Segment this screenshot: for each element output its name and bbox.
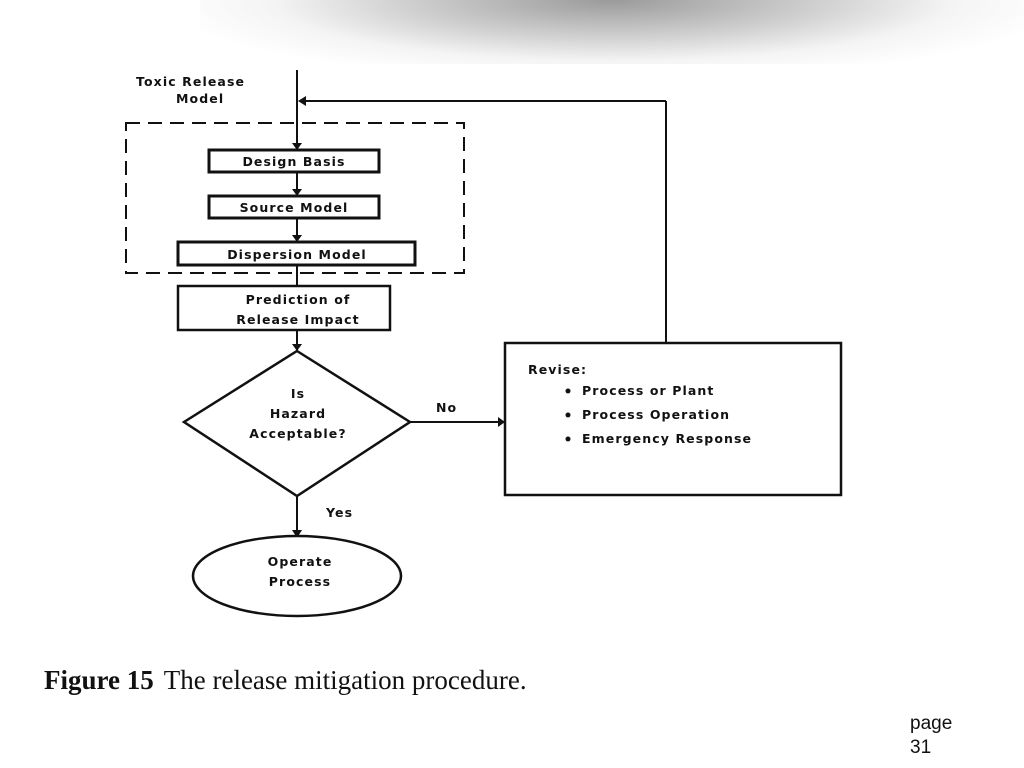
yes-label: Yes — [325, 505, 353, 520]
source-model-box — [207, 194, 381, 220]
prediction-label-line2: Release Impact — [236, 312, 359, 327]
arrow-head — [292, 530, 302, 538]
bullet-icon — [565, 388, 571, 394]
decision-label-line1: Is — [291, 386, 305, 401]
design-basis-label: Design Basis — [242, 154, 345, 169]
source-model-label: Source Model — [240, 200, 349, 215]
page-label: page — [910, 713, 953, 734]
bullet-icon — [565, 436, 571, 442]
page-indicator: page 31 — [910, 712, 952, 760]
terminal-label-line1: Operate — [268, 554, 333, 569]
page-number: 31 — [910, 737, 932, 758]
dispersion-model-label: Dispersion Model — [227, 247, 367, 262]
input-label-line2: Model — [176, 91, 224, 106]
figure-caption: Figure 15 The release mitigation procedur… — [44, 665, 527, 696]
revise-item-2: Process Operation — [582, 407, 730, 422]
decision-diamond — [181, 349, 413, 498]
bullet-icon — [565, 412, 571, 418]
arrow-head — [292, 344, 302, 351]
revise-item-1: Process or Plant — [582, 383, 715, 398]
dispersion-model-box — [176, 240, 417, 267]
revise-title: Revise: — [528, 362, 587, 377]
arrow-head — [292, 235, 302, 242]
terminal-label-line2: Process — [269, 574, 331, 589]
no-label: No — [436, 400, 457, 415]
input-label-line1: Toxic Release — [136, 74, 245, 89]
prediction-box — [176, 284, 392, 332]
figure-number: Figure 15 — [44, 665, 154, 695]
arrow-head — [298, 96, 306, 106]
revise-item-3: Emergency Response — [582, 431, 752, 446]
decision-label-line3: Acceptable? — [249, 426, 346, 441]
figure-caption-text: The release mitigation procedure. — [163, 665, 527, 695]
operate-process-terminal — [191, 534, 403, 618]
arrow-head — [498, 417, 505, 427]
design-basis-box — [207, 148, 381, 174]
arrow-head — [292, 189, 302, 196]
revise-box — [503, 341, 843, 497]
arrow-head — [292, 143, 302, 150]
decision-label-line2: Hazard — [270, 406, 326, 421]
prediction-label-line1: Prediction of — [246, 292, 351, 307]
